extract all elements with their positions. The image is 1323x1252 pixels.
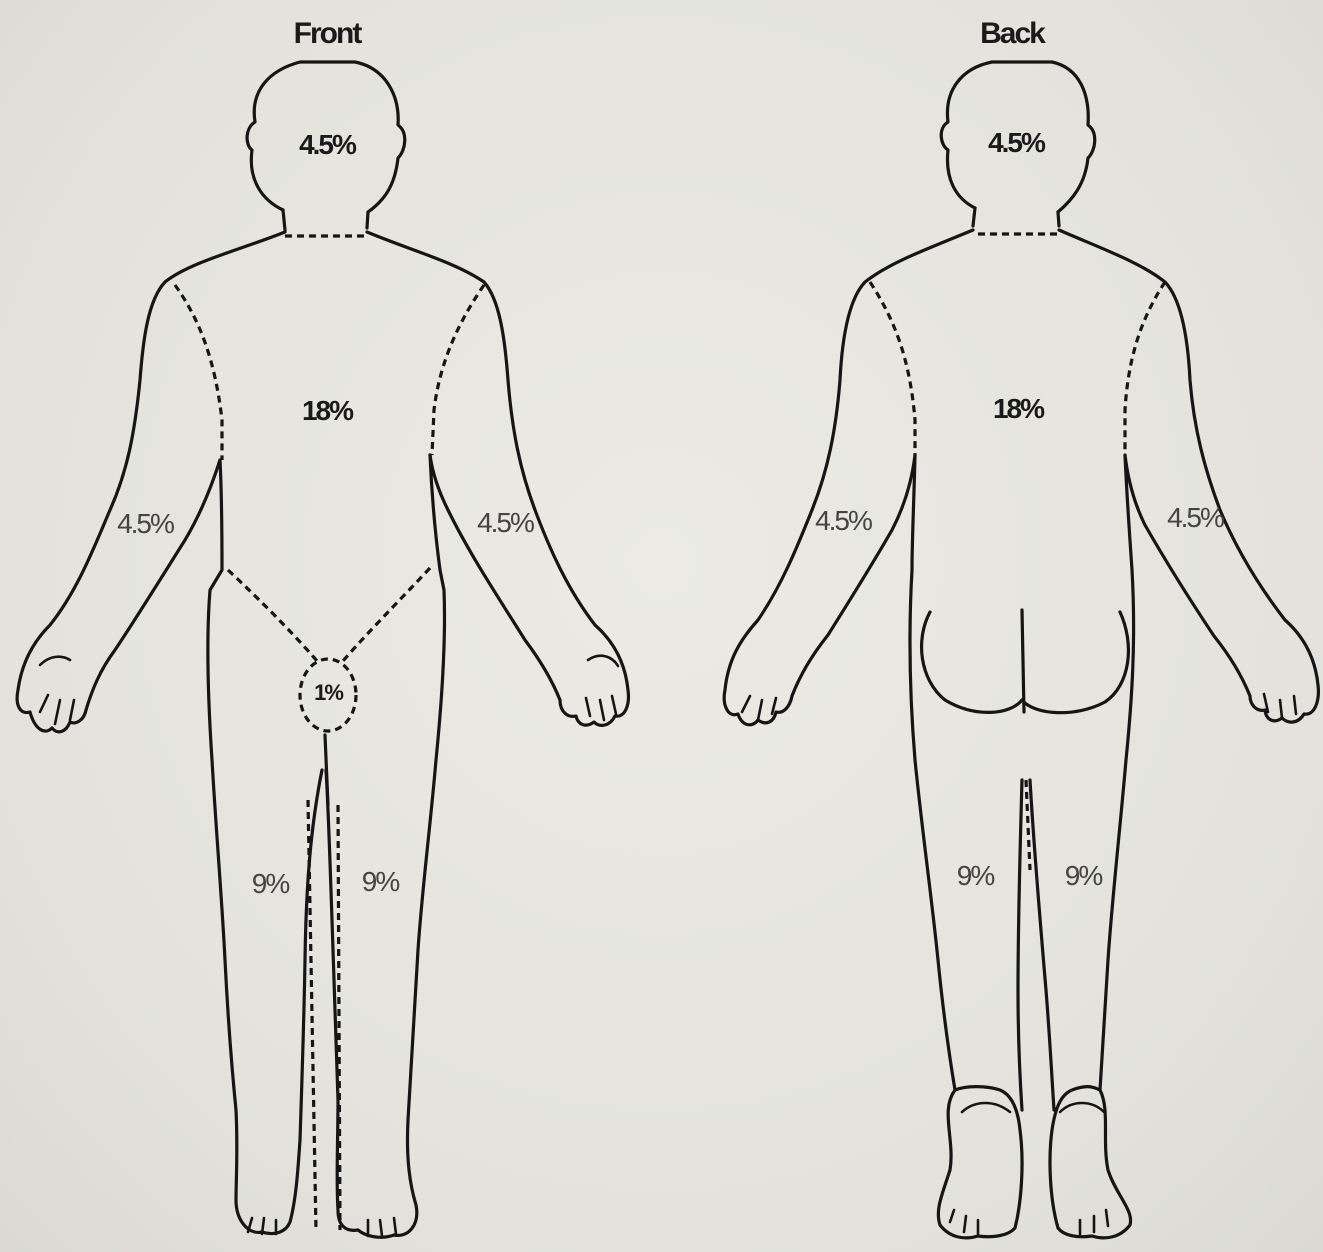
front-left-leg-label: 9% — [362, 866, 400, 897]
back-right-arm-label: 4.5% — [1167, 502, 1224, 533]
back-inner-leg-left — [1018, 780, 1022, 1110]
back-left-shoulder-dash — [870, 282, 915, 455]
front-right-shoulder-dash — [432, 285, 484, 455]
back-inner-leg-right — [1030, 780, 1054, 1110]
front-body-right-outline — [367, 232, 628, 725]
back-left-toes — [950, 1210, 978, 1234]
back-right-toes — [1080, 1210, 1108, 1234]
front-right-arm-label: 4.5% — [117, 508, 174, 539]
front-torso-label: 18% — [302, 395, 354, 426]
back-torso-label: 18% — [993, 393, 1045, 424]
front-left-shoulder-dash — [175, 285, 222, 460]
front-right-toes — [368, 1218, 396, 1236]
front-left-armpit — [208, 460, 322, 1234]
front-left-fingers — [40, 695, 74, 724]
back-figure — [724, 62, 1318, 1238]
back-left-arm-label: 4.5% — [815, 505, 872, 536]
front-groin-label: 1% — [314, 680, 343, 705]
front-leg-divider-dash-2 — [338, 805, 340, 1230]
front-left-arm-label: 4.5% — [477, 507, 534, 538]
back-right-heel — [1060, 1103, 1104, 1112]
front-right-thumb — [588, 656, 618, 666]
front-groin-dash-left — [228, 570, 318, 662]
back-right-shoulder-dash — [1125, 282, 1165, 455]
back-body-right-outline — [1059, 230, 1318, 1090]
front-head-label: 4.5% — [299, 129, 357, 160]
front-groin-dash-right — [342, 568, 430, 662]
front-figure — [17, 62, 628, 1237]
back-left-fingers — [742, 696, 776, 720]
front-neck-right — [367, 212, 368, 228]
front-right-leg-label: 9% — [252, 868, 290, 899]
front-left-thumb — [40, 657, 70, 665]
back-buttocks-cleft — [1022, 610, 1024, 712]
front-crotch-line — [325, 735, 328, 805]
front-leg-divider-dash — [308, 800, 316, 1230]
back-right-leg-label: 9% — [1065, 860, 1103, 891]
back-head-label: 4.5% — [988, 127, 1046, 158]
back-title: Back — [980, 17, 1046, 50]
back-neck-left — [973, 208, 975, 226]
front-title: Front — [294, 17, 363, 50]
back-left-heel — [962, 1103, 1010, 1112]
back-left-leg-label: 9% — [957, 860, 995, 891]
back-right-fingers — [1264, 694, 1296, 718]
back-left-foot — [938, 1087, 1022, 1238]
back-neck-right — [1058, 212, 1059, 226]
front-right-fingers — [586, 696, 616, 720]
front-neck-left — [283, 210, 285, 230]
back-body-left-outline — [724, 230, 973, 1090]
